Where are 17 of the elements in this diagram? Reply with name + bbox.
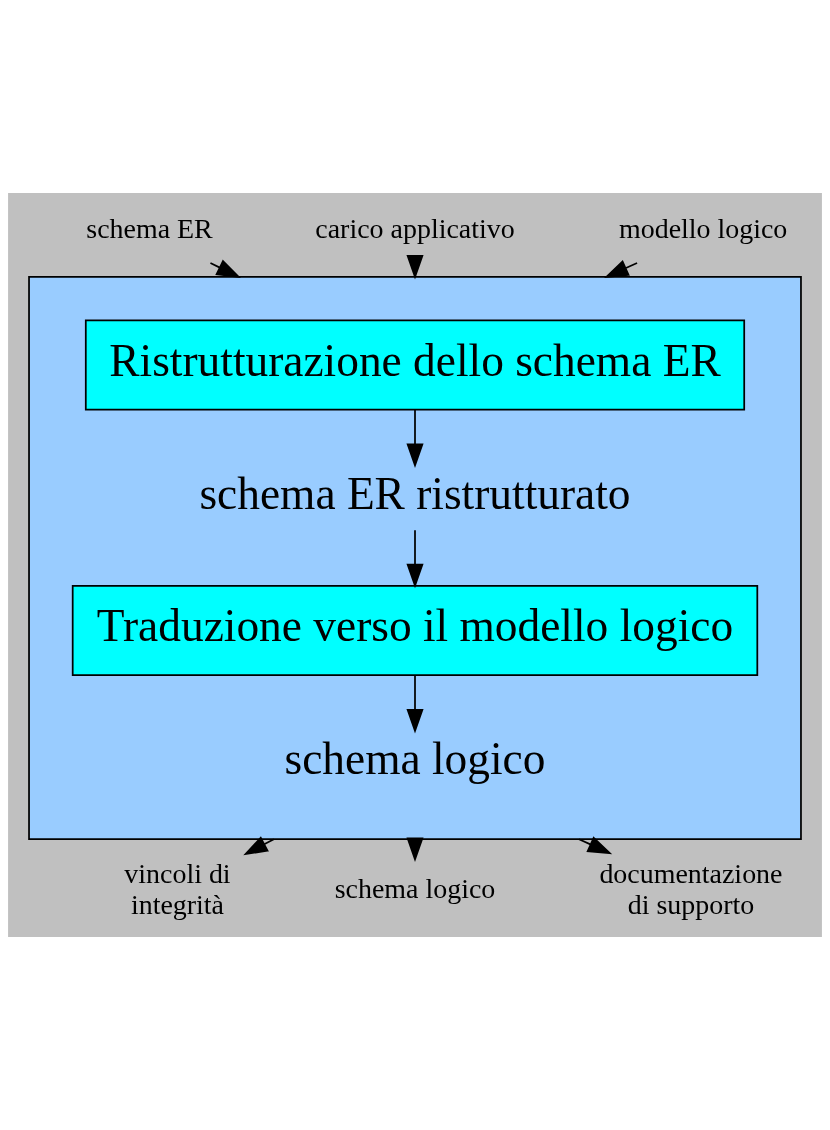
node-box: Ristrutturazione dello schema ER — [84, 319, 746, 411]
node-text: documentazione di supporto — [599, 857, 783, 920]
node-text: schema ER ristrutturato — [199, 468, 631, 519]
arrow — [406, 674, 424, 734]
node-text: vincoli di integrità — [124, 857, 231, 920]
cluster — [28, 275, 802, 841]
node-text: modello logico — [618, 213, 788, 245]
node-text: schema logico — [334, 873, 496, 905]
arrow — [406, 408, 424, 469]
node-text: carico applicativo — [315, 213, 515, 245]
node-text: schema logico — [284, 734, 546, 785]
node-text: schema ER — [86, 213, 213, 245]
arrow — [406, 529, 424, 589]
arrow — [406, 255, 424, 280]
node-box: Traduzione verso il modello logico — [71, 585, 759, 676]
arrow — [604, 260, 638, 278]
arrow — [578, 836, 613, 855]
